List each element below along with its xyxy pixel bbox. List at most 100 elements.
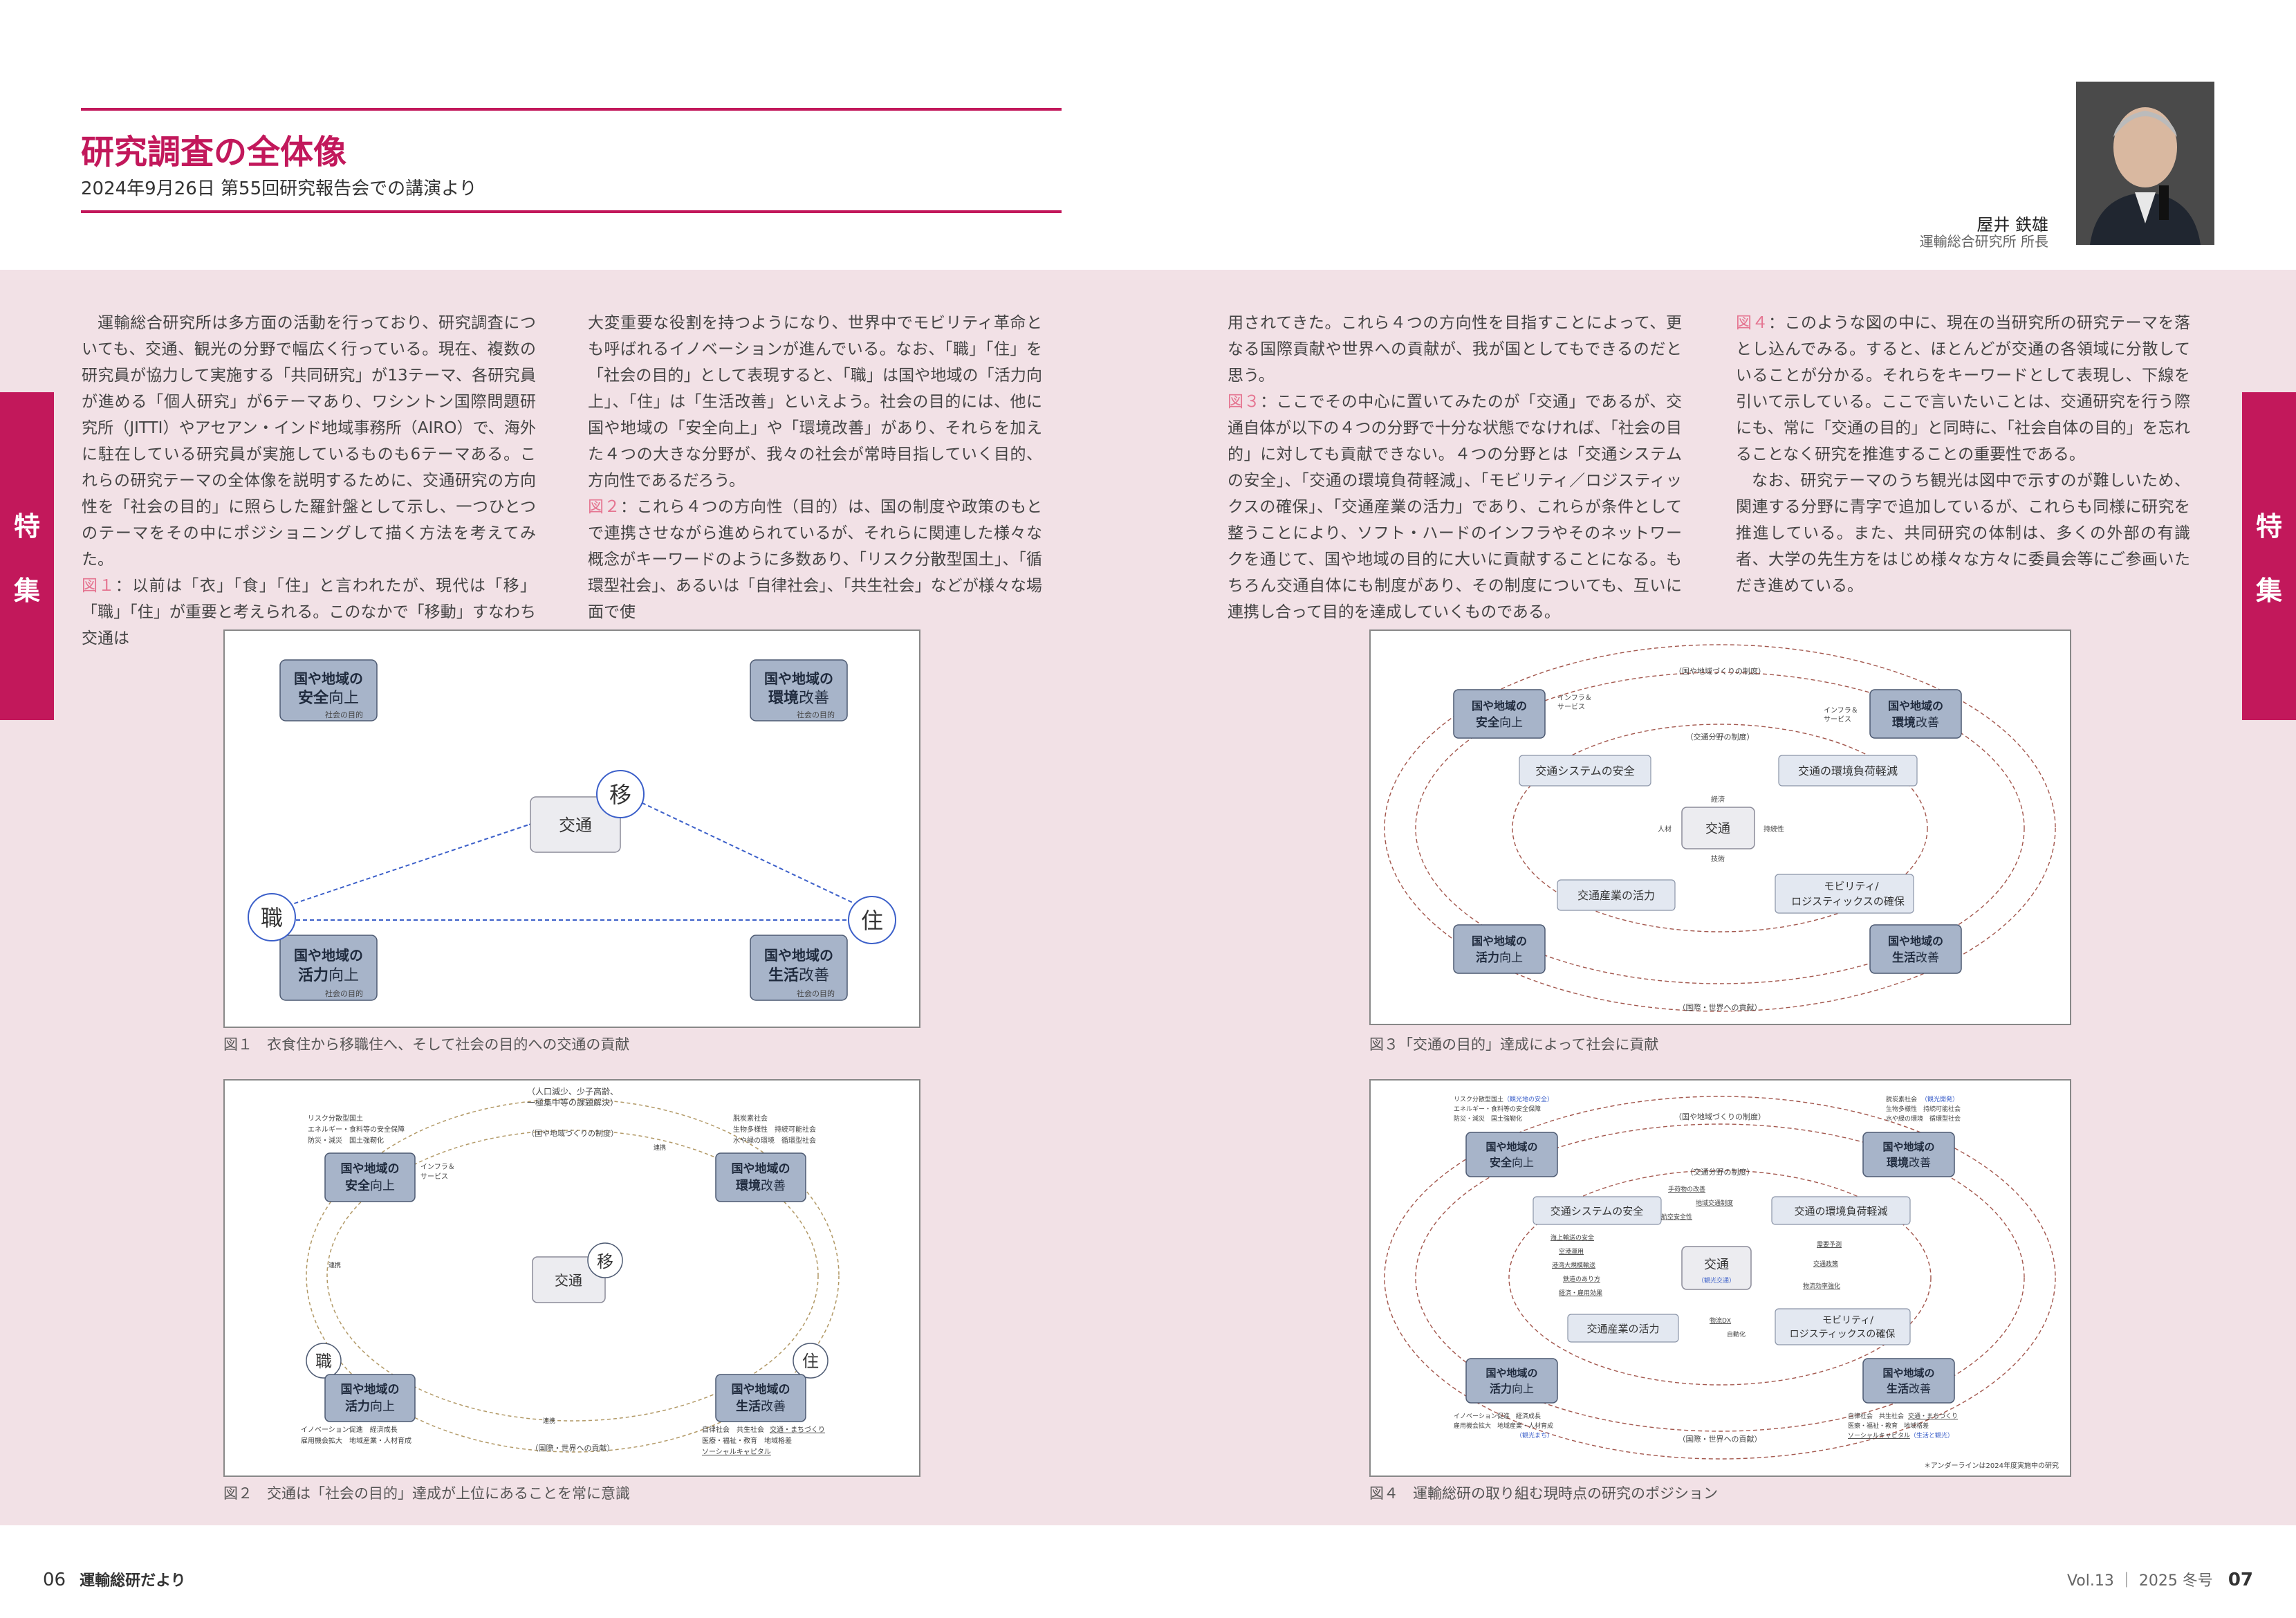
svg-text:生活改善: 生活改善 — [736, 1399, 786, 1414]
fig2-policy-label: （国や地域づくりの制度） — [527, 1128, 618, 1138]
figure-2-caption: 図２ 交通は「社会の目的」達成が上位にあることを常に意識 — [223, 1485, 630, 1502]
svg-text:自動化: 自動化 — [1727, 1330, 1746, 1339]
author-name: 屋井 鉄雄 — [1976, 215, 2048, 235]
fig1-transport-label: 交通 — [559, 816, 592, 835]
svg-text:港湾大規模輸送: 港湾大規模輸送 — [1552, 1261, 1595, 1269]
svg-text:手荷物の改善: 手荷物の改善 — [1668, 1185, 1705, 1193]
svg-text:活力向上: 活力向上 — [1490, 1382, 1534, 1395]
fig1-vitality-line1: 国や地域の — [294, 947, 363, 964]
footer-right: Vol.13 ｜ 2025 冬号 07 — [2067, 1568, 2253, 1590]
svg-text:脱炭素社会（観光開発）: 脱炭素社会（観光開発） — [1886, 1095, 1959, 1103]
fig4-life-box — [1862, 1358, 1955, 1404]
fig4-middle-ellipse — [1415, 1123, 2025, 1432]
fig4-inner-env — [1771, 1196, 1911, 1225]
svg-text:国や地域の: 国や地域の — [1485, 1141, 1537, 1153]
fig3-inner-env — [1778, 755, 1918, 787]
fig2-safety-kw: リスク分散型国土 — [308, 1114, 363, 1123]
fig2-vitality-kw: イノベーション促進 経済成長 — [301, 1425, 398, 1434]
svg-text:物流DX: 物流DX — [1710, 1316, 1731, 1325]
fig2-life-kw: 自律社会 共生社会交通・まちづくり — [702, 1425, 825, 1434]
author-role: 運輸総合研究所 所長 — [1919, 233, 2048, 250]
svg-text:（国際・世界への貢献）: （国際・世界への貢献） — [1678, 1002, 1762, 1012]
fig1-safety-line1: 国や地域の — [294, 670, 363, 687]
figure-4: （国や地域づくりの制度） （交通分野の制度） （国際・世界への貢献） リスク分散… — [1369, 1079, 2071, 1477]
figure-reference: 図３ — [1228, 393, 1261, 411]
figure-1: 国や地域の 安全向上 社会の目的 国や地域の 環境改善 社会の目的 国や地域の … — [223, 629, 920, 1028]
fig1-env-line2: 環境改善 — [768, 689, 829, 707]
fig3-vitality-box — [1453, 924, 1546, 974]
page-number-left: 06 — [43, 1570, 66, 1590]
page-title: 研究調査の全体像 — [81, 133, 347, 172]
fig4-footnote: ＊アンダーラインは2024年度実施中の研究 — [1924, 1461, 2059, 1470]
fig4-outer-ellipse — [1384, 1096, 2056, 1460]
svg-text:防災・減災 国土強靭化: 防災・減災 国土強靭化 — [1454, 1114, 1522, 1123]
fig2-outer-ellipse — [306, 1098, 840, 1453]
fig3-inner-industry — [1557, 879, 1676, 911]
figure-1-caption: 図１ 衣食住から移職住へ、そして社会の目的への交通の貢献 — [223, 1036, 630, 1053]
svg-text:環境改善: 環境改善 — [736, 1178, 786, 1193]
svg-text:連携: 連携 — [654, 1143, 666, 1152]
svg-text:人材: 人材 — [1658, 825, 1672, 834]
svg-text:地域交通制度: 地域交通制度 — [1696, 1199, 1733, 1207]
svg-text:生活改善: 生活改善 — [1887, 1382, 1931, 1395]
fig4-vitality-box — [1465, 1358, 1558, 1404]
svg-text:国や地域の: 国や地域の — [1882, 1141, 1934, 1153]
fig1-env-box — [750, 659, 848, 721]
side-tab-left: 特 集 — [0, 392, 54, 720]
svg-text:ロジスティックスの確保: ロジスティックスの確保 — [1790, 1329, 1896, 1340]
fig2-env-box — [715, 1152, 806, 1202]
svg-text:活力向上: 活力向上 — [1476, 950, 1523, 965]
figure-reference: 図４ — [1736, 314, 1769, 332]
svg-text:国や地域の: 国や地域の — [1472, 935, 1527, 948]
fig3-inner-ellipse — [1512, 724, 1928, 932]
svg-text:交通の環境負荷軽減: 交通の環境負荷軽減 — [1798, 764, 1898, 778]
svg-text:国や地域の: 国や地域の — [1472, 699, 1527, 713]
svg-text:サービス: サービス — [1824, 715, 1851, 724]
fig3-inner-safety — [1519, 755, 1651, 787]
figure-reference: 図２ — [588, 498, 620, 516]
page-number-right: 07 — [2228, 1570, 2253, 1590]
fig1-goal-tag: 社会の目的 — [797, 989, 835, 998]
fig1-move-circle — [596, 770, 645, 818]
fig2-life-box — [715, 1374, 806, 1422]
issue-label: Vol.13 ｜ 2025 冬号 — [2066, 1572, 2213, 1590]
svg-text:イノベーション促進 経済成長: イノベーション促進 経済成長 — [1454, 1412, 1541, 1420]
fig1-vitality-line2: 活力向上 — [298, 967, 359, 984]
svg-text:（国や地域づくりの制度）: （国や地域づくりの制度） — [1674, 1112, 1766, 1121]
svg-text:経済: 経済 — [1711, 795, 1725, 804]
side-tab-right: 特 集 — [2242, 392, 2296, 720]
svg-text:国や地域の: 国や地域の — [341, 1382, 400, 1397]
paragraph: 用されてきた。これら４つの方向性を目指すことによって、更なる国際貢献や世界への貢… — [1228, 314, 1682, 385]
svg-text:生物多様性 持続可能社会: 生物多様性 持続可能社会 — [1886, 1105, 1961, 1113]
fig3-middle-ellipse — [1415, 672, 2025, 984]
figure-3: （国や地域づくりの制度） （交通分野の制度） （国際・世界への貢献） 国や地域の… — [1369, 629, 2071, 1025]
fig1-move-label: 移 — [609, 782, 631, 808]
svg-text:（観光まち）: （観光まち） — [1516, 1431, 1553, 1440]
svg-text:医療・福祉・教育 地域格差: 医療・福祉・教育 地域格差 — [1848, 1422, 1929, 1430]
svg-text:交通: 交通 — [1704, 1258, 1729, 1272]
fig3-life-box — [1869, 924, 1962, 974]
side-tab-char: 特 — [2255, 511, 2282, 542]
svg-text:エネルギー・食料等の安全保障: エネルギー・食料等の安全保障 — [1454, 1105, 1541, 1113]
fig1-goal-tag: 社会の目的 — [325, 989, 363, 998]
fig2-top-note: 一極集中等の課題解決） — [527, 1097, 618, 1107]
side-tab-char: 集 — [2255, 576, 2282, 606]
page-subtitle: 2024年9月26日 第55回研究報告会での講演より — [81, 178, 477, 199]
author-photo — [2076, 82, 2214, 245]
svg-text:水や緑の環境 循環型社会: 水や緑の環境 循環型社会 — [1886, 1114, 1961, 1123]
fig1-work-circle — [248, 893, 296, 941]
svg-text:活力向上: 活力向上 — [345, 1399, 395, 1414]
svg-text:需要予測: 需要予測 — [1817, 1240, 1842, 1249]
svg-text:（交通分野の制度）: （交通分野の制度） — [1686, 1167, 1755, 1177]
fig2-work-circle — [306, 1343, 342, 1379]
fig2-env-kw: 生物多様性 持続可能社会 — [733, 1125, 816, 1134]
paragraph: なお、研究テーマのうち観光は図中で示すのが難しいため、関連する分野に青字で追加し… — [1736, 472, 2190, 595]
figure-2: （人口減少、少子高齢、 一極集中等の課題解決） （国や地域づくりの制度） （国際… — [223, 1079, 920, 1477]
svg-text:インフラ＆: インフラ＆ — [1824, 706, 1858, 715]
fig1-goal-tag: 社会の目的 — [325, 710, 363, 719]
svg-text:持続性: 持続性 — [1763, 825, 1784, 834]
fig4-inner-mobility — [1775, 1308, 1911, 1345]
svg-text:国や地域の: 国や地域の — [732, 1161, 790, 1176]
svg-text:安全向上: 安全向上 — [1476, 715, 1523, 730]
